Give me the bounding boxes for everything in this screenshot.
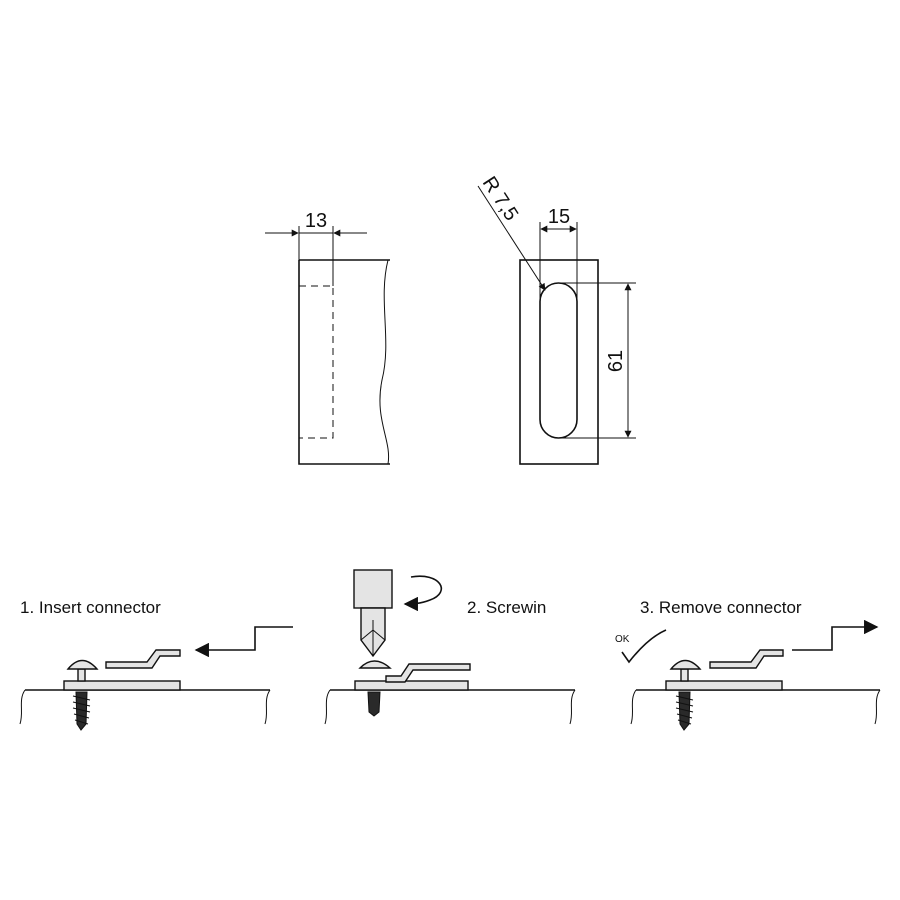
screwdriver-handle bbox=[353, 569, 393, 609]
slot-outline bbox=[539, 282, 578, 439]
radius-leader bbox=[477, 185, 546, 291]
dimension-13-label: 13 bbox=[305, 210, 327, 232]
remove-arrow bbox=[792, 619, 879, 651]
rotation-arrow bbox=[403, 575, 443, 612]
step-3-remove: 3. Remove connector OK bbox=[615, 598, 881, 731]
step-3-label: 3. Remove connector bbox=[640, 598, 802, 617]
step-2-screw: 2. Screwin bbox=[324, 569, 576, 725]
side-view: 13 bbox=[265, 210, 390, 465]
step-1-insert: 1. Insert connector bbox=[19, 598, 293, 731]
step-1-label: 1. Insert connector bbox=[20, 598, 161, 617]
step-2-label: 2. Screwin bbox=[467, 598, 546, 617]
break-line bbox=[379, 259, 390, 465]
dimension-61-label: 61 bbox=[605, 350, 627, 372]
hidden-cut-outline bbox=[299, 285, 334, 439]
check-icon bbox=[621, 629, 667, 664]
ok-mark: OK bbox=[615, 634, 630, 645]
radius-label: R 7,5 bbox=[478, 173, 522, 225]
dimension-15-label: 15 bbox=[548, 206, 570, 228]
front-view: 15 R 7,5 61 bbox=[477, 173, 636, 465]
insert-arrow bbox=[194, 626, 293, 658]
